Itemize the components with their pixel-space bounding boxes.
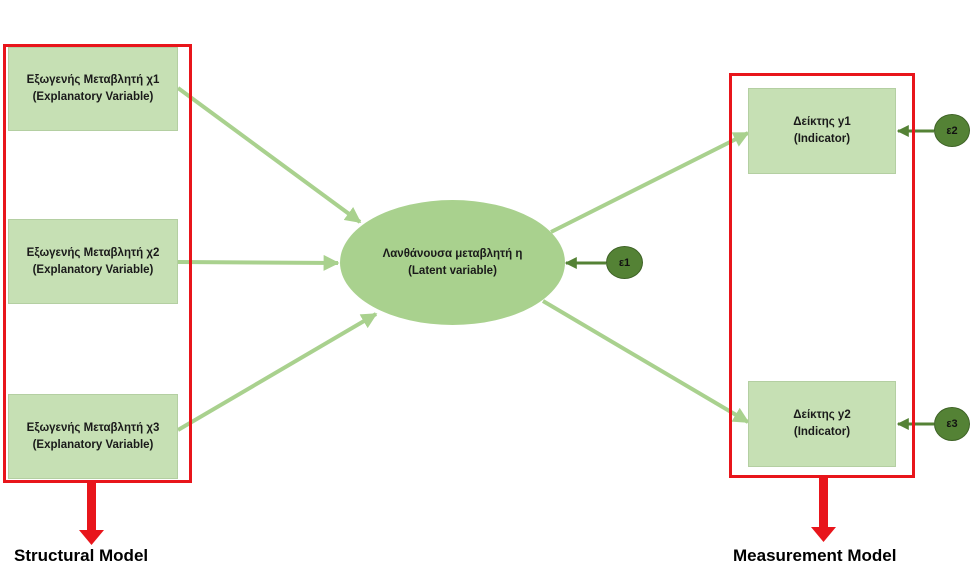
- y1-name: Δείκτης y1: [793, 116, 851, 129]
- structural-model-label: Structural Model: [14, 546, 149, 565]
- arrow-x3-to-latent: [176, 312, 378, 432]
- explanatory-variable-x3: Εξωγενής Μεταβλητή χ3 (Explanatory Varia…: [8, 394, 178, 479]
- structural-down-arrow-shaft: [87, 483, 96, 533]
- explanatory-variable-x1: Εξωγενής Μεταβλητή χ1 (Explanatory Varia…: [8, 47, 178, 131]
- indicator-y2: Δείκτης y2 (Indicator): [748, 381, 896, 467]
- error-term-e3: ε3: [934, 407, 970, 441]
- latent-subtitle: (Latent variable): [408, 264, 497, 277]
- x1-subtitle: (Explanatory Variable): [32, 91, 154, 103]
- structural-down-arrow-head: [79, 530, 104, 545]
- arrow-x1-to-latent: [176, 86, 362, 224]
- y2-name: Δείκτης y2: [793, 409, 851, 422]
- arrow-latent-to-y2: [541, 299, 750, 424]
- structural-model-frame: [3, 44, 192, 483]
- measurement-down-arrow-head: [811, 527, 836, 542]
- arrow-latent-to-y1: [550, 131, 750, 234]
- measurement-model-label: Measurement Model: [733, 546, 897, 565]
- x2-name: Εξωγενής Μεταβλητή χ2: [26, 246, 160, 259]
- error-term-e2: ε2: [934, 114, 970, 147]
- indicator-y1: Δείκτης y1 (Indicator): [748, 88, 896, 174]
- measurement-model-frame: [729, 73, 915, 478]
- x3-name: Εξωγενής Μεταβλητή χ3: [26, 421, 160, 434]
- x3-subtitle: (Explanatory Variable): [32, 438, 154, 451]
- y1-subtitle: (Indicator): [793, 133, 851, 145]
- latent-name: Λανθάνουσα μεταβλητή η: [382, 247, 523, 260]
- arrow-x2-to-latent: [177, 254, 340, 271]
- x1-name: Εξωγενής Μεταβλητή χ1: [26, 74, 160, 87]
- error-term-e1: ε1: [606, 246, 643, 279]
- explanatory-variable-x2: Εξωγενής Μεταβλητή χ2 (Explanatory Varia…: [8, 219, 178, 304]
- measurement-down-arrow-shaft: [819, 478, 828, 530]
- x2-subtitle: (Explanatory Variable): [32, 263, 154, 276]
- latent-variable: Λανθάνουσα μεταβλητή η (Latent variable): [340, 200, 565, 325]
- y2-subtitle: (Indicator): [793, 426, 851, 438]
